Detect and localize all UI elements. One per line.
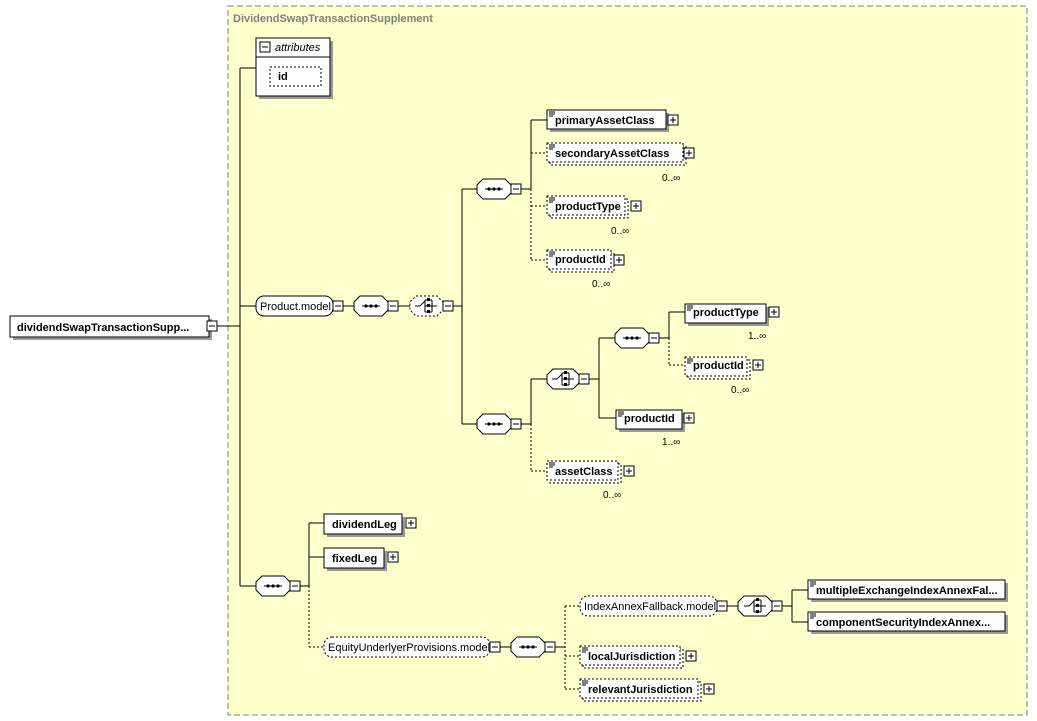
- product-type-expand-toggle[interactable]: [630, 200, 642, 212]
- product-id-optional-expand-toggle[interactable]: [752, 359, 764, 371]
- group-title: DividendSwapTransactionSupplement: [233, 13, 433, 25]
- svg-text:fixedLeg: fixedLeg: [332, 553, 377, 565]
- index-annex-fallback-model[interactable]: IndexAnnexFallback.model: [579, 595, 718, 617]
- element-dividend-leg[interactable]: dividendLeg: [323, 513, 405, 537]
- sequence-toggle[interactable]: [387, 300, 399, 312]
- inner-choice-toggle[interactable]: [578, 373, 590, 385]
- attribute-id[interactable]: id: [269, 66, 322, 87]
- choice-toggle[interactable]: [442, 300, 454, 312]
- root-element[interactable]: dividendSwapTransactionSupp...: [9, 315, 212, 340]
- element-product-type-required[interactable]: productType: [684, 303, 769, 326]
- primary-asset-class-expand-toggle[interactable]: [667, 114, 679, 126]
- root-collapse-toggle[interactable]: [206, 320, 218, 332]
- svg-text:productId: productId: [555, 254, 606, 266]
- attributes-collapse-toggle[interactable]: [259, 41, 271, 53]
- dividend-leg-expand-toggle[interactable]: [405, 517, 417, 529]
- product-id-required-cardinality: 1..∞: [662, 437, 680, 448]
- sequence-compositor-equity: [510, 636, 546, 658]
- product-model-toggle[interactable]: [332, 300, 344, 312]
- fixed-leg-expand-toggle[interactable]: [387, 551, 399, 563]
- product-id-expand-toggle[interactable]: [613, 254, 625, 266]
- element-relevant-jurisdiction[interactable]: relevantJurisdiction: [579, 678, 702, 702]
- choice-compositor: [409, 295, 444, 317]
- element-fixed-leg[interactable]: fixedLeg: [323, 547, 387, 571]
- svg-text:localJurisdiction: localJurisdiction: [588, 651, 676, 663]
- svg-text:primaryAssetClass: primaryAssetClass: [555, 115, 655, 127]
- asset-class-expand-toggle[interactable]: [623, 465, 635, 477]
- equity-underlyer-provisions-model[interactable]: EquityUnderlyerProvisions.model: [323, 636, 491, 658]
- product-type-required-expand-toggle[interactable]: [768, 306, 780, 318]
- sequence-compositor-inner: [614, 327, 650, 349]
- secondary-asset-class-expand-toggle[interactable]: [683, 147, 695, 159]
- element-multiple-exchange-index-annex-fallback[interactable]: multipleExchangeIndexAnnexFal...: [807, 579, 1008, 602]
- svg-text:EquityUnderlyerProvisions.mode: EquityUnderlyerProvisions.model: [328, 642, 490, 654]
- product-type-cardinality: 0..∞: [611, 226, 629, 237]
- legs-sequence-toggle[interactable]: [289, 580, 301, 592]
- svg-text:productType: productType: [693, 307, 759, 319]
- svg-text:relevantJurisdiction: relevantJurisdiction: [588, 684, 693, 696]
- element-product-id-optional[interactable]: productId: [684, 356, 751, 380]
- product-type-required-cardinality: 1..∞: [748, 331, 766, 342]
- element-product-id-required[interactable]: productId: [615, 409, 685, 432]
- choice-compositor-fallback: [737, 595, 773, 617]
- svg-text:productId: productId: [624, 413, 675, 425]
- element-product-type[interactable]: productType: [546, 195, 629, 219]
- svg-text:secondaryAssetClass: secondaryAssetClass: [555, 148, 669, 160]
- product-model-group[interactable]: Product.model: [255, 295, 334, 317]
- element-product-id[interactable]: productId: [546, 249, 615, 273]
- svg-text:productId: productId: [693, 360, 744, 372]
- attributes-header: attributes: [275, 42, 321, 54]
- asset-class-cardinality: 0..∞: [603, 490, 621, 501]
- element-secondary-asset-class[interactable]: secondaryAssetClass: [546, 142, 687, 166]
- svg-text:assetClass: assetClass: [555, 466, 613, 478]
- equity-model-toggle[interactable]: [489, 641, 501, 653]
- fallback-choice-toggle[interactable]: [771, 600, 783, 612]
- svg-text:multipleExchangeIndexAnnexFal.: multipleExchangeIndexAnnexFal...: [816, 585, 998, 597]
- svg-text:dividendSwapTransactionSupp...: dividendSwapTransactionSupp...: [17, 322, 189, 334]
- product-id-required-expand-toggle[interactable]: [683, 412, 695, 424]
- element-asset-class[interactable]: assetClass: [546, 460, 622, 484]
- product-id-cardinality: 0..∞: [592, 279, 610, 290]
- product-id-optional-cardinality: 0..∞: [731, 385, 749, 396]
- fallback-model-toggle[interactable]: [716, 600, 728, 612]
- sequence-compositor-legs: [255, 575, 291, 597]
- element-local-jurisdiction[interactable]: localJurisdiction: [579, 645, 684, 669]
- svg-text:Product.model: Product.model: [260, 301, 331, 313]
- svg-text:IndexAnnexFallback.model: IndexAnnexFallback.model: [584, 601, 716, 613]
- sequence-compositor-b: [476, 413, 512, 435]
- sequence-b-toggle[interactable]: [510, 418, 522, 430]
- element-component-security-index-annex[interactable]: componentSecurityIndexAnnex...: [807, 611, 1008, 634]
- choice-compositor-inner: [546, 368, 580, 390]
- sequence-a-toggle[interactable]: [510, 183, 522, 195]
- relevant-jurisdiction-expand-toggle[interactable]: [703, 683, 715, 695]
- sequence-compositor: [353, 295, 389, 317]
- local-jurisdiction-expand-toggle[interactable]: [685, 650, 697, 662]
- svg-text:dividendLeg: dividendLeg: [332, 519, 397, 531]
- equity-sequence-toggle[interactable]: [544, 641, 556, 653]
- secondary-asset-class-cardinality: 0..∞: [662, 173, 680, 184]
- element-primary-asset-class[interactable]: primaryAssetClass: [546, 109, 669, 132]
- connectors: [217, 67, 808, 690]
- svg-text:productType: productType: [555, 201, 621, 213]
- svg-text:componentSecurityIndexAnnex...: componentSecurityIndexAnnex...: [816, 617, 990, 629]
- svg-text:id: id: [278, 71, 288, 83]
- sequence-compositor-a: [476, 178, 512, 200]
- inner-sequence-toggle[interactable]: [648, 332, 660, 344]
